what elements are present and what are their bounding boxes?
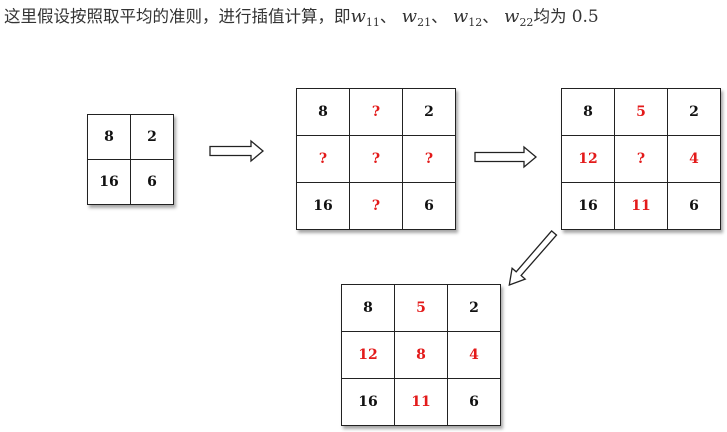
grid-cell: 6 xyxy=(130,159,174,205)
grid-cell: ? xyxy=(349,88,403,136)
grid-cell: 8 xyxy=(87,114,131,160)
weight-w11: w11 xyxy=(350,6,380,29)
caption-prefix: 这里假设按照取平均的准则，进行插值计算，即 xyxy=(4,7,351,26)
arrow-right-icon xyxy=(474,145,538,169)
grid-row: 8 ? 2 xyxy=(296,88,456,136)
grid-cell: 2 xyxy=(130,114,174,160)
caption-suffix: 均为 xyxy=(533,7,567,26)
grid-cell: 6 xyxy=(667,182,721,230)
weight-w12: w12 xyxy=(452,6,483,29)
grid-row: 12 ? 4 xyxy=(561,135,721,183)
weight-w21: w21 xyxy=(401,6,432,29)
grid-cell: 6 xyxy=(402,182,456,230)
grid-cell: 5 xyxy=(394,284,448,332)
grid-cell: 2 xyxy=(447,284,501,332)
grid-cell: 12 xyxy=(561,135,615,183)
separator: 、 xyxy=(379,7,397,26)
grid-cell: 16 xyxy=(561,182,615,230)
caption: 这里假设按照取平均的准则，进行插值计算，即w11、 w21、 w12、 w22均… xyxy=(4,4,599,36)
grid-row: ? ? ? xyxy=(296,135,456,183)
grid-original: 8 2 16 6 xyxy=(87,114,174,205)
grid-cell: 16 xyxy=(341,378,395,426)
weight-w22: w22 xyxy=(504,6,534,29)
grid-cell: 16 xyxy=(296,182,350,230)
grid-cell: 11 xyxy=(394,378,448,426)
grid-cell: 2 xyxy=(402,88,456,136)
grid-cell: 6 xyxy=(447,378,501,426)
grid-row: 12 8 4 xyxy=(341,331,501,379)
grid-row: 16 6 xyxy=(87,159,174,205)
separator: 、 xyxy=(482,7,499,26)
grid-row: 16 11 6 xyxy=(561,182,721,230)
grid-cell: ? xyxy=(349,182,403,230)
grid-cell: 4 xyxy=(447,331,501,379)
grid-cell: 5 xyxy=(614,88,668,136)
grid-cell: 16 xyxy=(87,159,131,205)
grid-cell: ? xyxy=(296,135,350,183)
grid-cell: ? xyxy=(402,135,456,183)
grid-cell: ? xyxy=(349,135,403,183)
grid-cell: 8 xyxy=(341,284,395,332)
grid-row: 16 11 6 xyxy=(341,378,501,426)
grid-complete: 8 5 2 12 8 4 16 11 6 xyxy=(341,284,501,426)
grid-cell: 8 xyxy=(296,88,350,136)
grid-expanded: 8 ? 2 ? ? ? 16 ? 6 xyxy=(296,88,456,230)
grid-row: 16 ? 6 xyxy=(296,182,456,230)
arrow-right-icon xyxy=(209,139,265,163)
grid-row: 8 5 2 xyxy=(561,88,721,136)
grid-row: 8 5 2 xyxy=(341,284,501,332)
grid-cell: 12 xyxy=(341,331,395,379)
grid-cell: 4 xyxy=(667,135,721,183)
grid-cell: 8 xyxy=(394,331,448,379)
grid-cell: 11 xyxy=(614,182,668,230)
grid-row: 8 2 xyxy=(87,114,174,160)
separator: 、 xyxy=(431,7,448,26)
grid-cell: 2 xyxy=(667,88,721,136)
grid-edges-filled: 8 5 2 12 ? 4 16 11 6 xyxy=(561,88,721,230)
grid-cell: ? xyxy=(614,135,668,183)
arrow-down-left-icon xyxy=(508,229,558,286)
weight-value: 0.5 xyxy=(571,7,599,27)
grid-cell: 8 xyxy=(561,88,615,136)
